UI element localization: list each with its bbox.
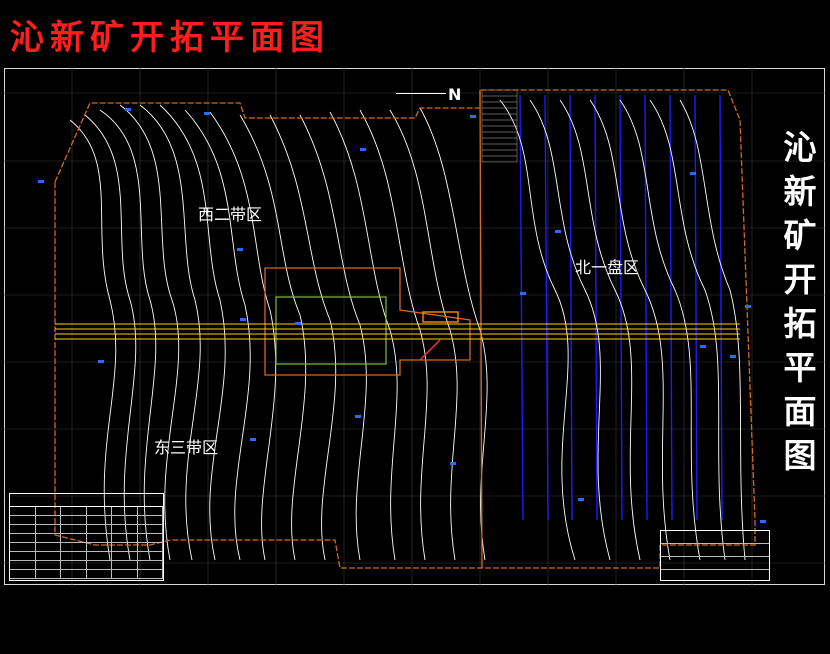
title-block (660, 530, 770, 581)
contour-lines (69, 99, 746, 561)
drawing-frame (4, 68, 825, 585)
hatched-area (481, 89, 518, 163)
legend-row (10, 543, 163, 552)
shaft-area (419, 311, 459, 361)
legend-table (9, 493, 164, 581)
side-title-char: 图 (783, 436, 817, 475)
main-roadways (55, 323, 740, 340)
side-title-char: 沁 (783, 128, 817, 167)
zone-label-north: 北一盘区 (575, 258, 640, 277)
north-label: N (448, 85, 462, 104)
map-title: 沁新矿开拓平面图 (10, 18, 330, 58)
legend-row (10, 552, 163, 561)
legend-row (10, 507, 163, 516)
north-arrow-icon (396, 93, 446, 94)
side-title-char: 面 (783, 392, 817, 431)
title-block-row (661, 544, 769, 557)
side-title-char: 开 (783, 260, 817, 299)
legend-row (10, 516, 163, 525)
legend-header (10, 494, 163, 507)
legend-row (10, 525, 163, 534)
zone-label-west: 西二带区 (198, 205, 263, 224)
blue-survey-lines (519, 94, 723, 521)
green-panel (275, 296, 387, 365)
title-block-row (661, 531, 769, 544)
borehole-markers (38, 108, 766, 523)
side-title-char: 新 (783, 172, 817, 211)
side-title-char: 拓 (783, 304, 817, 343)
legend-row (10, 534, 163, 543)
legend-row (10, 570, 163, 579)
grid-lines (4, 68, 825, 585)
side-title-char: 矿 (783, 216, 817, 255)
legend-row (10, 561, 163, 570)
zone-label-east: 东三带区 (154, 438, 219, 457)
side-title: 沁 新 矿 开 拓 平 面 图 (776, 128, 824, 476)
title-block-row (661, 557, 769, 570)
side-title-char: 平 (783, 348, 817, 387)
